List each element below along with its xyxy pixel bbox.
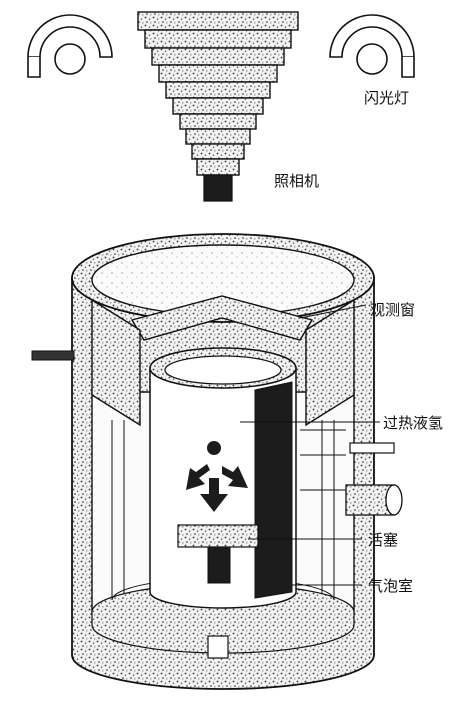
- label-flash-lamp: 闪光灯: [364, 89, 409, 107]
- label-superheated-liquid-hydrogen: 过热液氢: [383, 414, 443, 432]
- flash-lamp-left-icon: [27, 14, 113, 78]
- label-piston: 活塞: [368, 531, 398, 549]
- bubble-chamber-body: [31, 233, 403, 690]
- leader-observation-window: [299, 304, 367, 319]
- camera-icon: [137, 11, 299, 202]
- label-bubble-chamber: 气泡室: [368, 577, 413, 595]
- label-observation-window: 观测窗: [370, 301, 415, 319]
- flash-lamp-right-icon: [329, 14, 415, 78]
- label-camera: 照相机: [274, 172, 319, 190]
